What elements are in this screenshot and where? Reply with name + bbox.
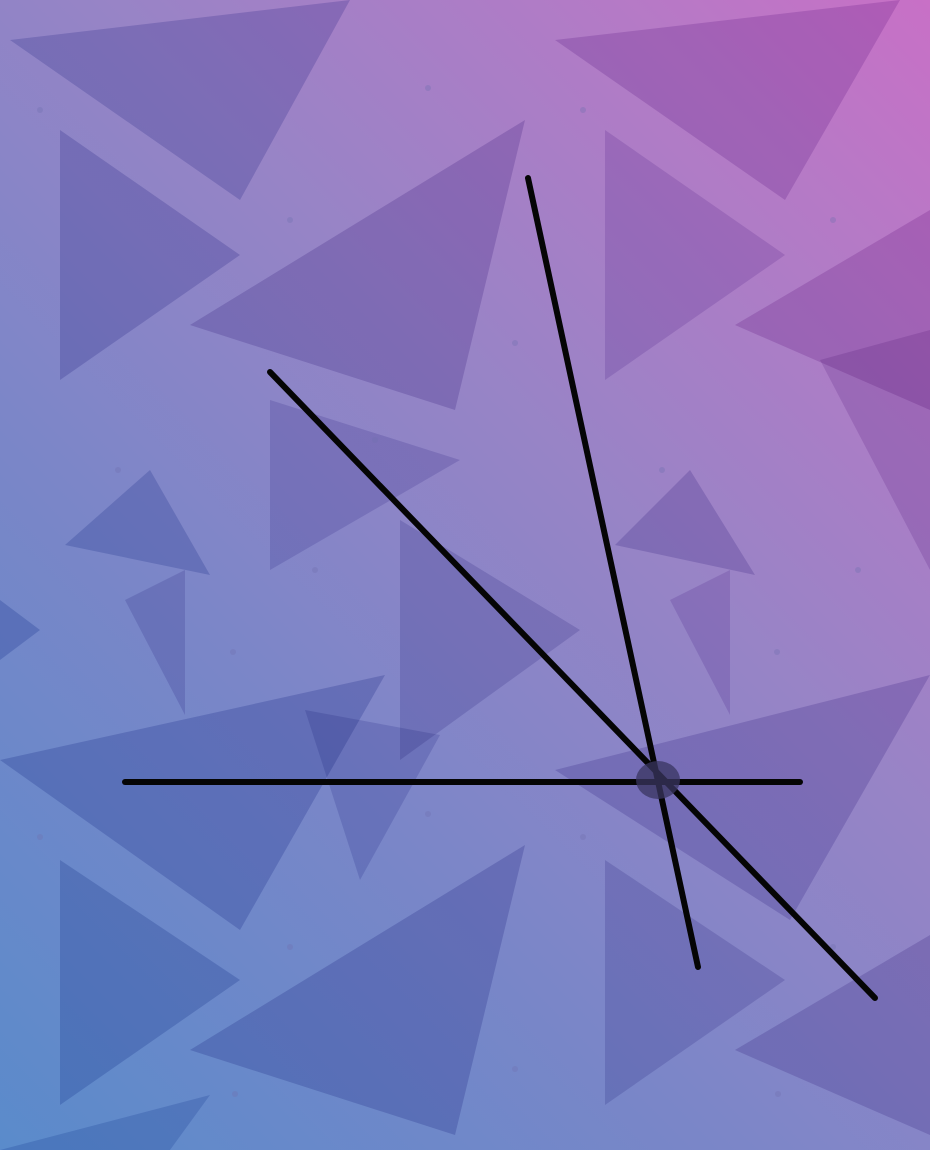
bg-dot [372, 437, 378, 443]
bg-dot [37, 107, 43, 113]
bg-dot [512, 1066, 518, 1072]
intersection-marker[interactable] [636, 761, 680, 799]
bg-dot [115, 467, 121, 473]
bg-dot [659, 467, 665, 473]
bg-dot [775, 1091, 781, 1097]
bg-triangle [0, 600, 40, 660]
bg-dot [287, 944, 293, 950]
bg-dot [855, 567, 861, 573]
puzzle-line-diagonal[interactable] [267, 369, 878, 1001]
bg-dot [580, 107, 586, 113]
bg-dot [774, 649, 780, 655]
bg-triangle [190, 845, 525, 1135]
bg-dot [312, 567, 318, 573]
bg-dot [287, 217, 293, 223]
bg-dot [232, 1091, 238, 1097]
bg-triangle [0, 1095, 210, 1150]
bg-dot [580, 834, 586, 840]
bg-triangle [190, 120, 525, 410]
bg-triangle [60, 860, 240, 1105]
bg-triangle [605, 860, 785, 1105]
bg-dot [425, 85, 431, 91]
bg-triangle [605, 130, 785, 380]
bg-triangle [60, 130, 240, 380]
bg-dot [512, 340, 518, 346]
bg-triangle [555, 0, 900, 200]
bg-triangle [305, 710, 440, 880]
bg-triangle [65, 470, 210, 575]
bg-triangle [670, 570, 730, 715]
bg-dot [37, 834, 43, 840]
bg-dot [425, 811, 431, 817]
bg-triangle [10, 0, 350, 200]
bg-dot [230, 649, 236, 655]
puzzle-line-steep[interactable] [525, 175, 701, 970]
bg-dot [830, 944, 836, 950]
bg-triangle [735, 935, 930, 1135]
bg-triangle [820, 330, 930, 570]
bg-triangle [125, 570, 185, 715]
bg-triangle [270, 400, 460, 570]
bg-triangle [400, 520, 580, 760]
bg-triangle [0, 675, 385, 930]
bg-triangle [615, 470, 755, 575]
bg-dot [830, 217, 836, 223]
bg-triangle [555, 675, 930, 920]
